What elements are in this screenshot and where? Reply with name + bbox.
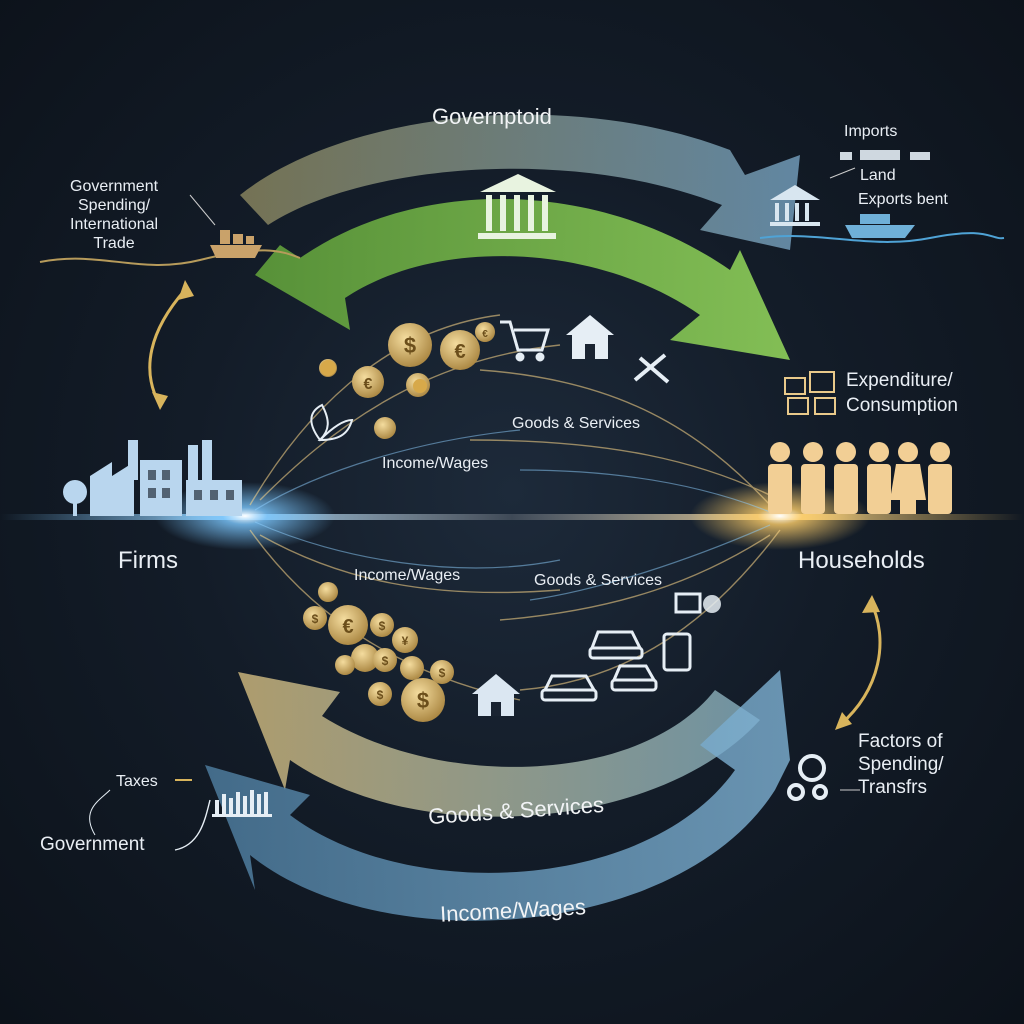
svg-text:€: € [364,376,373,393]
callout-expenditure: Expenditure/ Consumption [846,368,958,418]
bottom-blue-arrow [205,670,790,921]
flow-streaks [249,314,781,701]
factory-icon [63,440,242,516]
svg-text:€: € [482,329,488,340]
monitor-icon [674,592,702,614]
svg-text:¥: ¥ [402,634,409,648]
leaf-icon [310,403,354,442]
callout-line: Expenditure/ [846,370,953,391]
firms-label: Firms [118,547,178,574]
gear-icon [787,754,828,801]
left-side-arrow [148,289,187,406]
callout-line: Trade [93,235,135,252]
svg-text:€: € [342,616,353,638]
callout-line: Spending/ [78,197,151,214]
callout-imports: Imports [844,123,898,140]
callout-government-spending: Government Spending/ International Trade [70,177,158,253]
coin-group-upper [319,322,495,439]
callout-line: Transfrs [858,777,927,798]
tools-icon [633,353,670,384]
right-side-arrow [839,599,882,727]
top-outer-arrow [240,114,800,250]
computer-icon [784,371,836,415]
tablet-icon [662,632,692,672]
svg-text:$: $ [377,688,384,702]
gear-icon-small [320,360,427,393]
households-label: Households [798,547,925,574]
light-beam [0,514,1024,520]
bank-icon [478,174,556,239]
upper-goods-label: Goods & Services [512,415,641,432]
callout-line: Consumption [846,395,958,416]
ship-icon [210,230,262,258]
svg-text:€: € [454,341,465,363]
coin-group-lower [303,582,454,722]
bottom-gold-arrow [238,672,760,817]
svg-text:$: $ [417,688,429,713]
lower-goods-label: Goods & Services [534,572,663,589]
people-icon [768,442,952,514]
svg-text:$: $ [404,333,416,358]
government-label: Government [40,834,145,855]
callout-taxes: Taxes [116,773,158,790]
upper-income-label: Income/Wages [382,455,489,472]
callout-line: International [70,216,159,233]
bank-icon-right [770,185,820,226]
government-chart-icon [212,790,272,817]
callout-exports: Exports bent [858,191,948,208]
trade-wave-line [39,249,301,266]
callout-line: Government [70,178,159,195]
svg-text:$: $ [439,666,446,680]
svg-text:$: $ [382,654,389,668]
cart-icon [500,320,551,362]
svg-text:$: $ [379,619,386,633]
ship-icon-right [845,214,915,238]
callout-factors: Factors of Spending/ Transfrs [858,730,944,799]
top-green-arrow [255,198,790,360]
car-icon [540,630,658,702]
lower-income-label: Income/Wages [354,567,461,584]
top-arrow-label: Governptoid [432,104,552,129]
svg-text:$: $ [312,612,319,626]
callout-land: Land [860,167,896,184]
callout-line: Factors of [858,731,943,752]
port-icons [840,150,930,160]
callout-line: Spending/ [858,754,944,775]
